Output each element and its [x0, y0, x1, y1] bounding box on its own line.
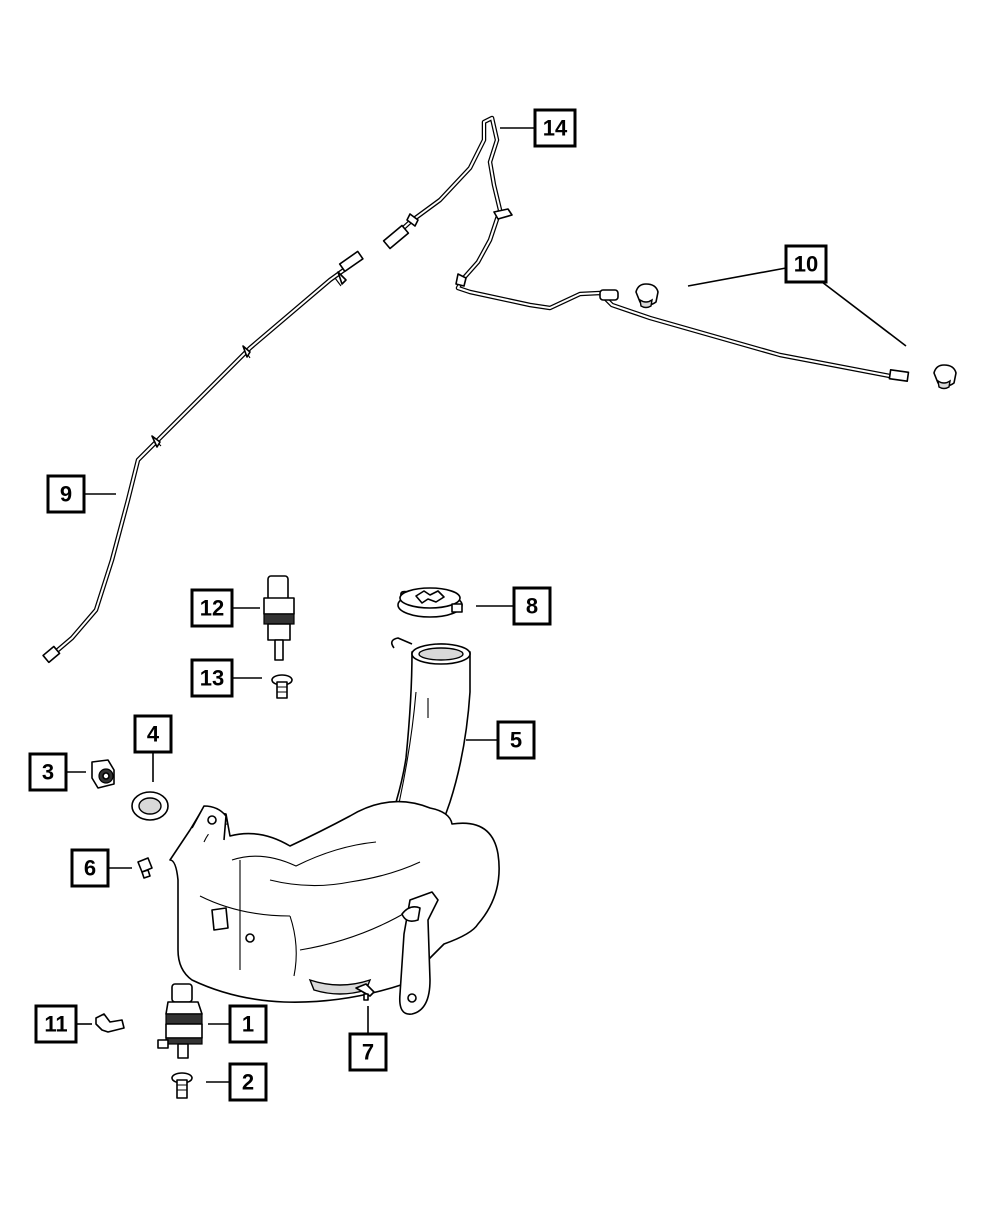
push-pin-7 [355, 983, 375, 1001]
callout-1: 1 [228, 1004, 268, 1044]
grommet-4 [131, 791, 169, 821]
callout-14: 14 [533, 108, 577, 148]
callout-10: 10 [784, 244, 828, 284]
callout-13: 13 [190, 658, 234, 698]
callout-5-label: 5 [510, 728, 522, 753]
callout-4: 4 [133, 714, 173, 754]
callout-12: 12 [190, 588, 234, 628]
leader-lines [66, 127, 907, 1083]
callout-3-label: 3 [42, 760, 54, 785]
washer-hose-9 [42, 250, 364, 664]
washer-nozzle-10a [635, 283, 659, 309]
hose-elbow-11 [95, 1013, 125, 1033]
callout-4-label: 4 [147, 722, 160, 747]
callout-6: 6 [70, 848, 110, 888]
callout-11: 11 [34, 1004, 78, 1044]
callout-13-label: 13 [200, 666, 224, 691]
washer-pump-1 [157, 983, 203, 1059]
callout-5: 5 [496, 720, 536, 760]
callout-7: 7 [348, 1032, 388, 1072]
callout-8: 8 [512, 586, 552, 626]
callout-2: 2 [228, 1062, 268, 1102]
screw-13 [271, 674, 293, 699]
callout-6-label: 6 [84, 856, 96, 881]
washer-reservoir-5 [169, 637, 500, 1015]
callout-2-label: 2 [242, 1070, 254, 1095]
callout-9-label: 9 [60, 482, 72, 507]
fluid-level-sensor-12 [263, 575, 295, 661]
callout-8-label: 8 [526, 594, 538, 619]
callout-9: 9 [46, 474, 86, 514]
callout-12-label: 12 [200, 596, 224, 621]
callout-1-label: 1 [242, 1012, 254, 1037]
reservoir-cap-8 [397, 587, 463, 618]
screw-6 [137, 857, 153, 879]
callout-3: 3 [28, 752, 68, 792]
callout-11-label: 11 [44, 1012, 67, 1037]
washer-nozzle-10b [933, 364, 957, 390]
callout-14-label: 14 [543, 116, 568, 141]
washer-hose-14 [382, 115, 910, 383]
grommet-3 [91, 759, 115, 789]
callout-7-label: 7 [362, 1040, 374, 1065]
callout-10-label: 10 [794, 252, 818, 277]
screw-2 [171, 1072, 193, 1099]
